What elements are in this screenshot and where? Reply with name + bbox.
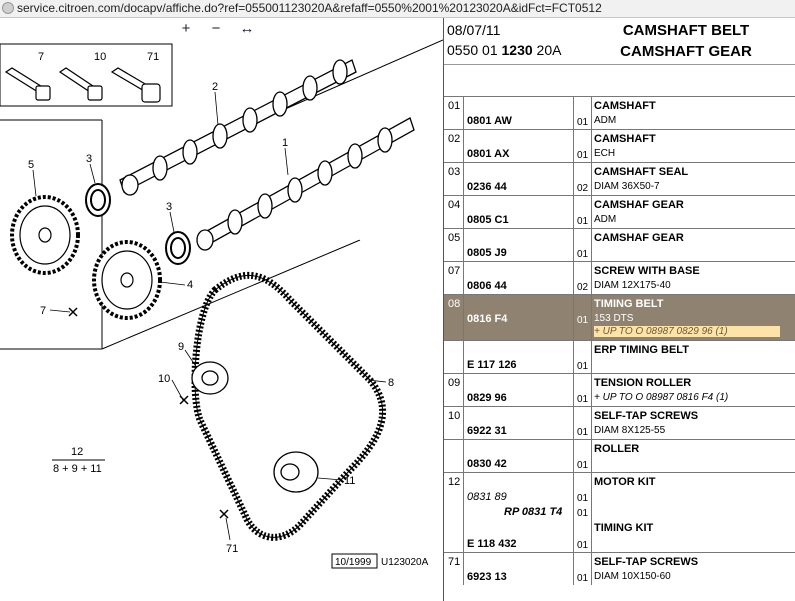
url-text[interactable]: service.citroen.com/docapv/affiche.do?re…	[17, 1, 602, 15]
table-row[interactable]: 09 0829 96 01 TENSION ROLLER+ UP TO O 08…	[444, 373, 795, 406]
header-title2: CAMSHAFT GEAR	[620, 43, 752, 60]
diagram-date: 10/1999	[335, 557, 372, 568]
panel-divider	[443, 18, 444, 601]
parts-header: 08/07/11 0550 01 1230 20A CAMSHAFT BELT …	[444, 18, 795, 65]
table-row[interactable]: 05 0805 J9 01 CAMSHAF GEAR	[444, 228, 795, 261]
callout-7: 7	[40, 305, 46, 317]
callout-4: 4	[187, 279, 193, 291]
zoom-in-icon[interactable]: +	[181, 20, 191, 37]
zoom-fit-icon[interactable]: ↔	[239, 20, 255, 37]
part-number: 0236 44	[467, 181, 507, 193]
exploded-diagram: 7 10 71 2 1 5 3 3 4 7 9 10 8 11 71 12 8 …	[0, 39, 443, 569]
camshaft-gears	[10, 195, 162, 320]
callout-10: 10	[158, 373, 170, 385]
screw-group	[4, 67, 161, 103]
callout-3a: 3	[86, 153, 92, 165]
callout-5: 5	[28, 159, 34, 171]
header-ref: 0550 01 1230 20A	[447, 42, 562, 58]
part-number: 6922 31	[467, 425, 507, 437]
part-number: 0805 J9	[467, 247, 507, 259]
part-number: 0805 C1	[467, 214, 509, 226]
camshaft-seals	[85, 183, 191, 265]
part-number: E 117 126	[467, 359, 517, 371]
callout-1: 1	[282, 137, 288, 149]
header-date: 08/07/11	[447, 22, 501, 38]
part-number: E 118 432	[467, 538, 517, 550]
part-number: RP 0831 T4	[504, 506, 563, 518]
callout-8: 8	[388, 377, 394, 389]
tension-roller	[191, 361, 229, 395]
zoom-out-icon[interactable]: −	[211, 20, 221, 37]
screw-markers	[68, 307, 229, 519]
callout-9: 9	[178, 341, 184, 353]
header-title1: CAMSHAFT BELT	[622, 22, 750, 39]
callout-10-top: 10	[94, 51, 106, 63]
table-row[interactable]: 12 0831 89 RP 0831 T4 E 118 432 01 01 01…	[444, 472, 795, 552]
part-number: 0806 44	[467, 280, 507, 292]
diagram-panel: 7 10 71 2 1 5 3 3 4 7 9 10 8 11 71 12 8 …	[0, 18, 443, 601]
table-row[interactable]: E 117 126 01 ERP TIMING BELT	[444, 340, 795, 373]
callout-71-top: 71	[147, 51, 159, 63]
callout-11: 11	[344, 475, 355, 487]
camshaft-lower	[196, 117, 415, 251]
timing-belt	[191, 272, 387, 541]
part-number: 0831 89	[467, 491, 507, 503]
callout-2: 2	[212, 81, 218, 93]
leader-lines	[32, 91, 387, 541]
address-bar[interactable]: service.citroen.com/docapv/affiche.do?re…	[0, 0, 795, 18]
formula-bottom: 8 + 9 + 11	[53, 463, 102, 475]
parts-panel: 08/07/11 0550 01 1230 20A CAMSHAFT BELT …	[444, 18, 795, 601]
idler-roller	[273, 451, 319, 493]
callout-3b: 3	[166, 201, 172, 213]
part-number: 0801 AX	[467, 148, 510, 160]
callout-71: 71	[226, 543, 238, 555]
camshaft-upper	[119, 59, 357, 196]
favicon-icon	[2, 2, 14, 14]
part-number: 0830 42	[467, 458, 507, 470]
formula-top: 12	[71, 446, 83, 458]
zoom-toolbar: + − ↔	[0, 18, 443, 40]
part-number: 0829 96	[467, 392, 507, 404]
table-row[interactable]: 0830 42 01 ROLLER	[444, 439, 795, 472]
part-number: 0801 AW	[467, 115, 512, 127]
diagram-code: U123020A	[381, 557, 429, 568]
part-number: 6923 13	[467, 571, 507, 583]
part-number: 0816 F4	[467, 313, 508, 325]
callout-7-top: 7	[38, 51, 44, 63]
